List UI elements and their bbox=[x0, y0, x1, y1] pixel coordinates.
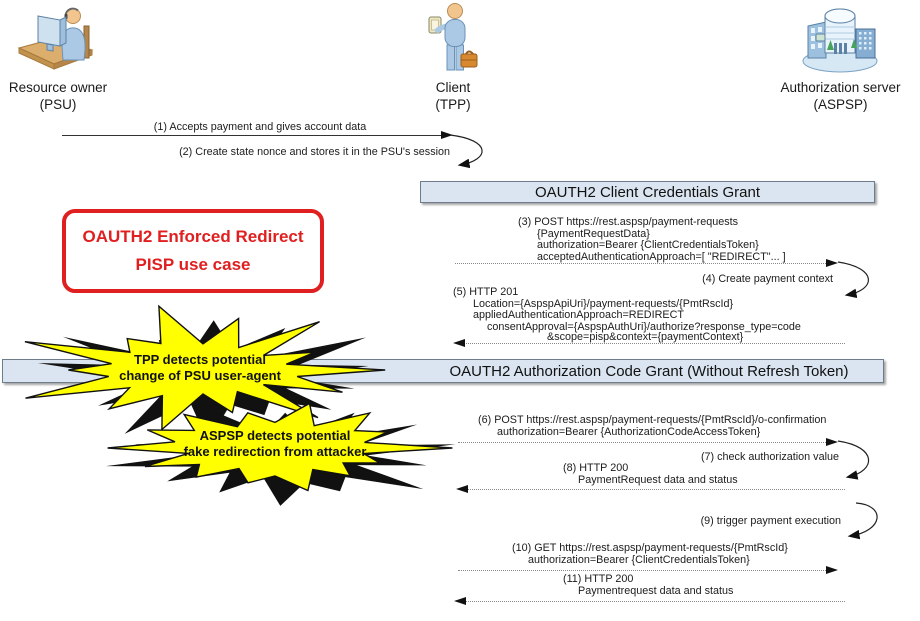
resource-owner-icon bbox=[17, 7, 94, 70]
self-loop-7 bbox=[837, 440, 870, 480]
arrow-5-line bbox=[460, 343, 845, 344]
actor-psu-sub: (PSU) bbox=[39, 97, 77, 112]
arrow-1-line bbox=[62, 135, 443, 136]
section-bar-client-credentials: OAUTH2 Client Credentials Grant bbox=[420, 181, 875, 203]
self-loop-4 bbox=[837, 261, 869, 299]
message-3-line2: {PaymentRequestData} bbox=[537, 227, 650, 240]
section-bar-auth-code-title: OAUTH2 Authorization Code Grant (Without… bbox=[449, 362, 849, 380]
message-6-line2: authorization=Bearer {AuthorizationCodeA… bbox=[497, 426, 761, 438]
message-3-line4: acceptedAuthenticationApproach=[ "REDIRE… bbox=[537, 250, 786, 263]
message-9-label: (9) trigger payment execution bbox=[700, 515, 841, 527]
message-4-label: (4) Create payment context bbox=[702, 273, 833, 285]
tpp-warning-line2: change of PSU user-agent bbox=[119, 368, 281, 383]
aspsp-warning-line1: ASPSP detects potential bbox=[199, 428, 351, 443]
self-loop-2 bbox=[449, 134, 483, 169]
message-5-line4: consentApproval={AspspAuthUri}/authorize… bbox=[487, 320, 801, 333]
use-case-callout: OAUTH2 Enforced Redirect PISP use case bbox=[62, 209, 324, 293]
arrow-6-line bbox=[458, 442, 826, 443]
aspsp-warning-line2: fake redirection from attacker bbox=[183, 444, 367, 459]
message-8-line1: (8) HTTP 200 bbox=[563, 462, 629, 474]
arrow-8-line bbox=[463, 489, 845, 490]
actor-aspsp-name: Authorization server bbox=[780, 80, 901, 95]
message-7-label: (7) check authorization value bbox=[700, 451, 839, 463]
actor-client-sub: (TPP) bbox=[435, 97, 471, 112]
message-5-line3: appliedAuthenticationApproach=REDIRECT bbox=[473, 309, 684, 321]
section-bar-client-credentials-title: OAUTH2 Client Credentials Grant bbox=[534, 183, 761, 201]
arrow-10-head bbox=[826, 565, 838, 574]
message-10-line1: (10) GET https://rest.aspsp/payment-requ… bbox=[512, 542, 788, 554]
message-5-line1: (5) HTTP 201 bbox=[453, 286, 519, 298]
use-case-callout-line2: PISP use case bbox=[135, 255, 251, 274]
self-loop-9 bbox=[847, 502, 878, 540]
arrow-8-head bbox=[456, 484, 468, 493]
arrow-10-line bbox=[458, 570, 826, 571]
arrow-1-head bbox=[441, 130, 453, 139]
aspsp-warning-starburst bbox=[105, 402, 456, 506]
arrow-3-head bbox=[826, 258, 838, 267]
actor-aspsp-sub: (ASPSP) bbox=[813, 97, 868, 112]
arrow-11-head bbox=[454, 596, 466, 605]
actor-client-name: Client bbox=[435, 80, 471, 95]
message-5-line2: Location={AspspApiUri}/payment-requests/… bbox=[473, 297, 734, 310]
tpp-warning-starburst bbox=[24, 304, 386, 442]
arrow-6-head bbox=[826, 437, 838, 446]
actor-psu-name: Resource owner bbox=[8, 80, 108, 95]
message-11-line1: (11) HTTP 200 bbox=[563, 573, 634, 585]
use-case-callout-line1: OAUTH2 Enforced Redirect bbox=[82, 227, 304, 246]
tpp-warning-line1: TPP detects potential bbox=[134, 352, 266, 367]
arrow-11-line bbox=[461, 601, 845, 602]
message-1-label: (1) Accepts payment and gives account da… bbox=[153, 121, 367, 133]
message-6-line1: (6) POST https://rest.aspsp/payment-requ… bbox=[478, 414, 827, 426]
message-2-label: (2) Create state nonce and stores it in … bbox=[179, 146, 450, 158]
message-8-line2: PaymentRequest data and status bbox=[578, 474, 738, 486]
message-5-line5: &scope=pisp&context={paymentContext} bbox=[547, 331, 744, 343]
message-11-line2: Paymentrequest data and status bbox=[578, 585, 734, 597]
message-10-line2: authorization=Bearer {ClientCredentialsT… bbox=[528, 554, 750, 566]
authorization-server-icon bbox=[802, 8, 878, 73]
arrow-3-line bbox=[455, 263, 826, 264]
message-3-line3: authorization=Bearer {ClientCredentialsT… bbox=[537, 239, 759, 251]
client-icon bbox=[428, 3, 478, 71]
message-3-line1: (3) POST https://rest.aspsp/payment-requ… bbox=[518, 216, 739, 228]
arrow-5-head bbox=[453, 338, 465, 347]
